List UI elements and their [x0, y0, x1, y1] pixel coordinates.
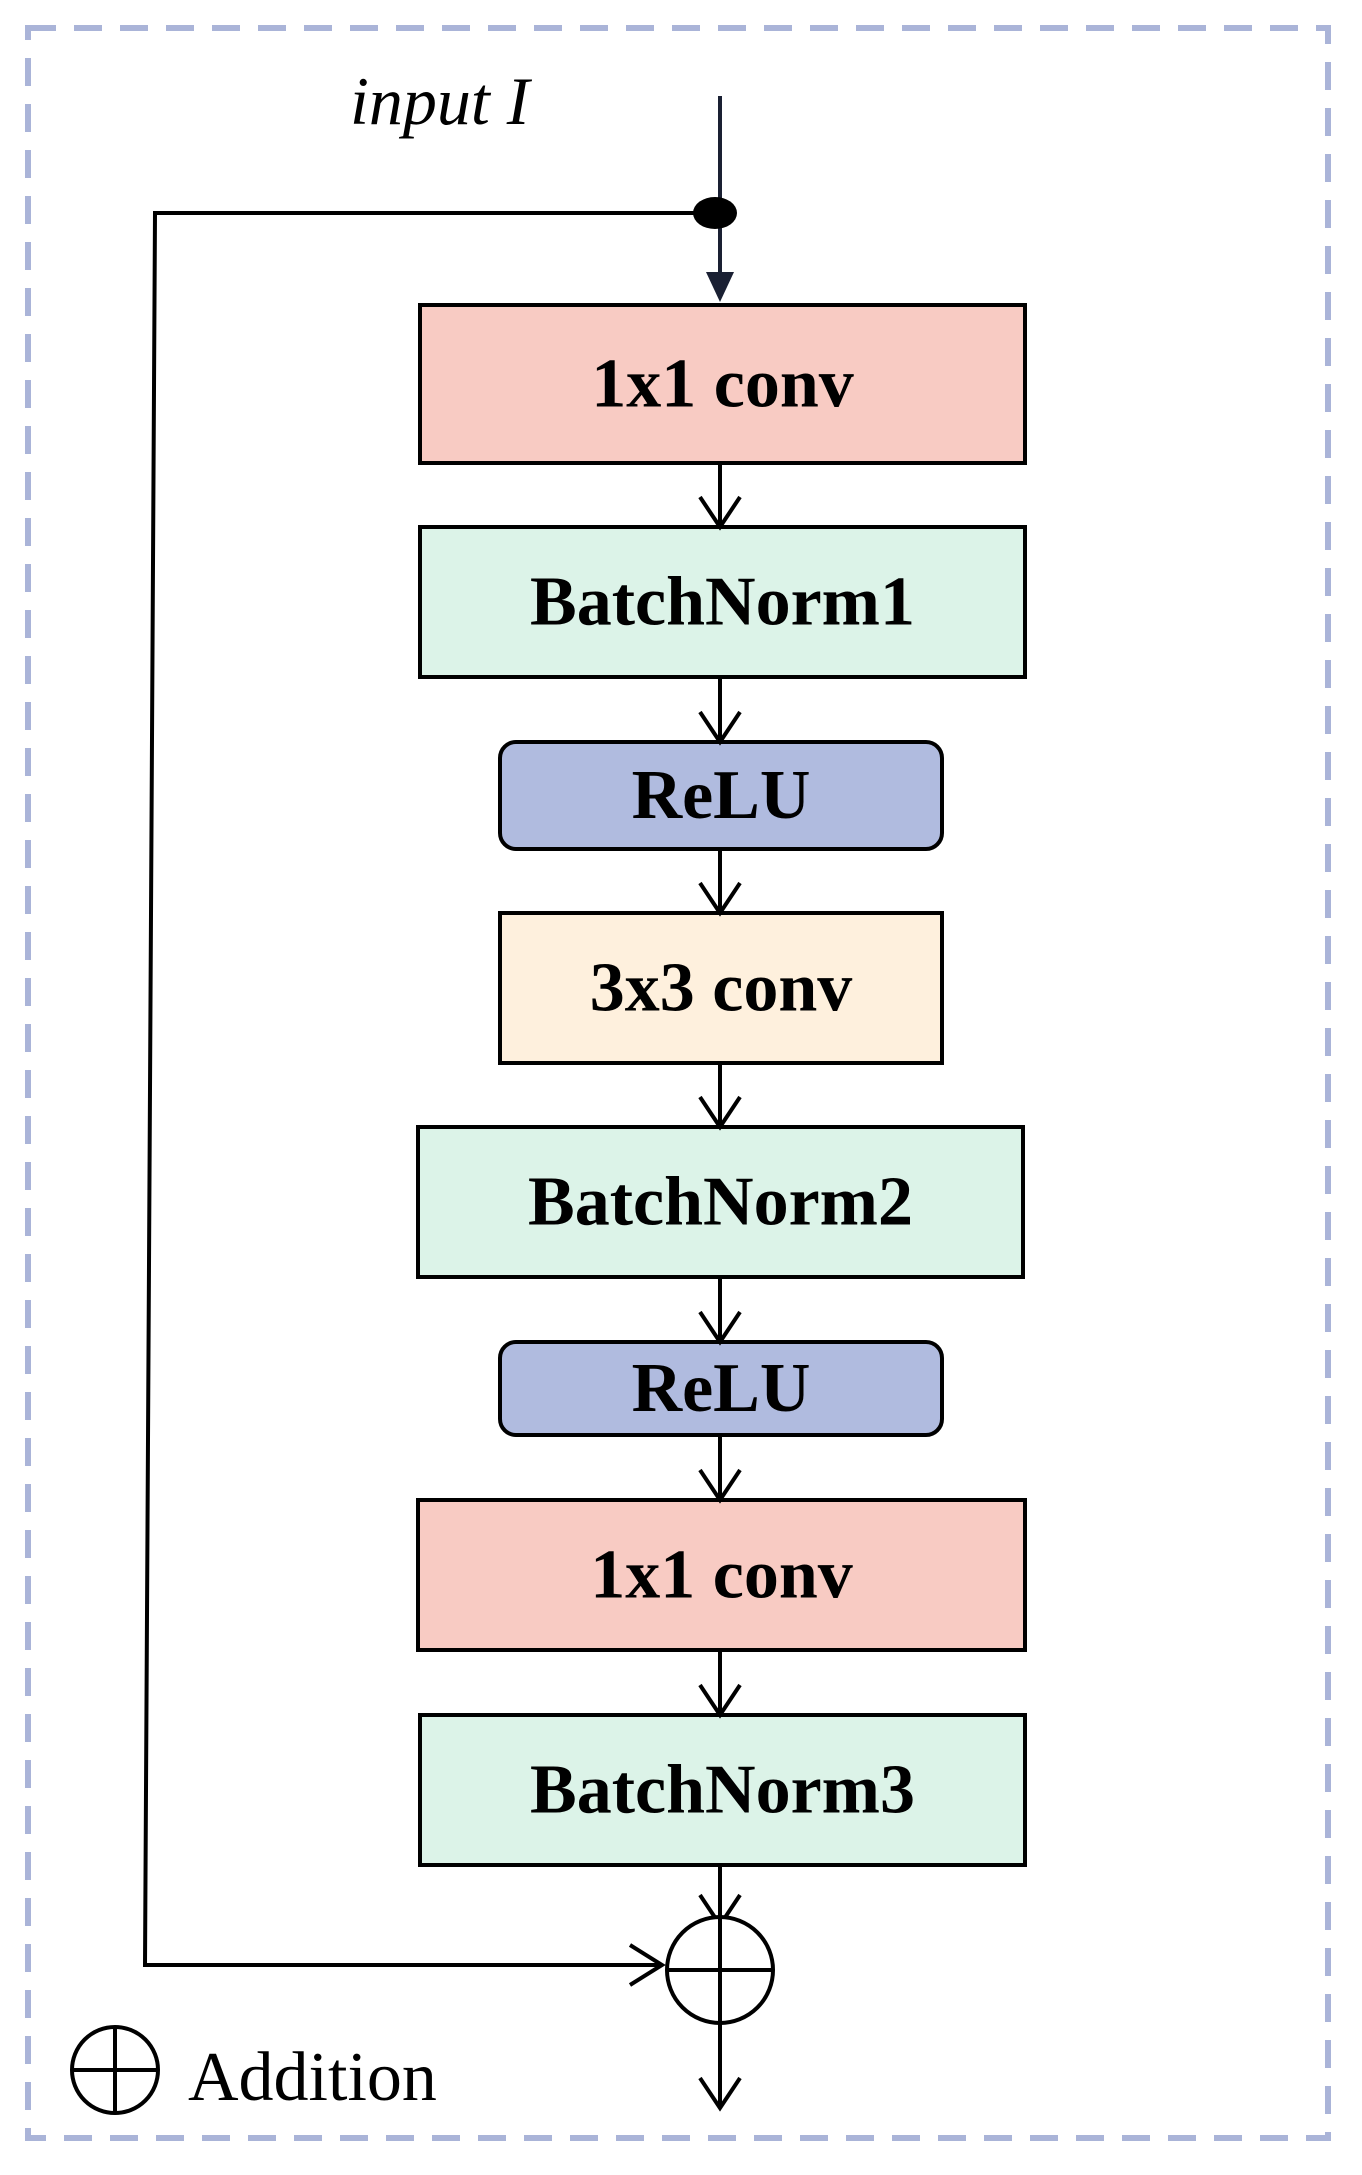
block-1: 1x1 conv: [418, 303, 1027, 465]
block-6: ReLU: [498, 1340, 944, 1437]
connector-arrowhead-3: [698, 881, 742, 917]
connector-arrowhead-6: [698, 1468, 742, 1504]
block-2: BatchNorm1: [418, 525, 1027, 679]
block-6-label: ReLU: [632, 1350, 811, 1427]
block-8: BatchNorm3: [418, 1713, 1027, 1867]
connector-arrowhead-4: [698, 1095, 742, 1131]
block-7-label: 1x1 conv: [590, 1537, 853, 1614]
connector-arrowhead-2: [698, 710, 742, 746]
block-2-label: BatchNorm1: [530, 564, 915, 641]
connectors-group: [698, 463, 742, 1929]
addition-node: [665, 1915, 775, 2025]
output-arrowhead: [698, 2076, 742, 2112]
block-8-box: [418, 1713, 1027, 1867]
block-2-box: [418, 525, 1027, 679]
legend-addition-icon: [70, 2025, 160, 2115]
block-3: ReLU: [498, 740, 944, 851]
skip-connection-arrowhead: [628, 1943, 666, 1987]
block-4-box: [498, 911, 944, 1065]
connector-arrowhead-1: [698, 495, 742, 531]
block-8-label: BatchNorm3: [530, 1752, 915, 1829]
input-label: input I: [350, 63, 533, 139]
block-1-label: 1x1 conv: [591, 346, 854, 423]
block-4: 3x3 conv: [498, 911, 944, 1065]
connector-arrowhead-7: [698, 1683, 742, 1719]
block-5: BatchNorm2: [416, 1125, 1025, 1279]
dashed-frame: [25, 25, 1331, 2141]
block-7: 1x1 conv: [416, 1498, 1027, 1652]
block-5-box: [416, 1125, 1025, 1279]
legend-label: Addition: [188, 2039, 437, 2116]
connector-arrowhead-5: [698, 1310, 742, 1346]
block-3-label: ReLU: [632, 757, 811, 834]
block-4-label: 3x3 conv: [590, 950, 853, 1027]
block-1-box: [418, 303, 1027, 465]
input-arrowhead: [706, 272, 734, 302]
skip-connection-line: [142, 211, 715, 1967]
block-5-label: BatchNorm2: [528, 1164, 913, 1241]
